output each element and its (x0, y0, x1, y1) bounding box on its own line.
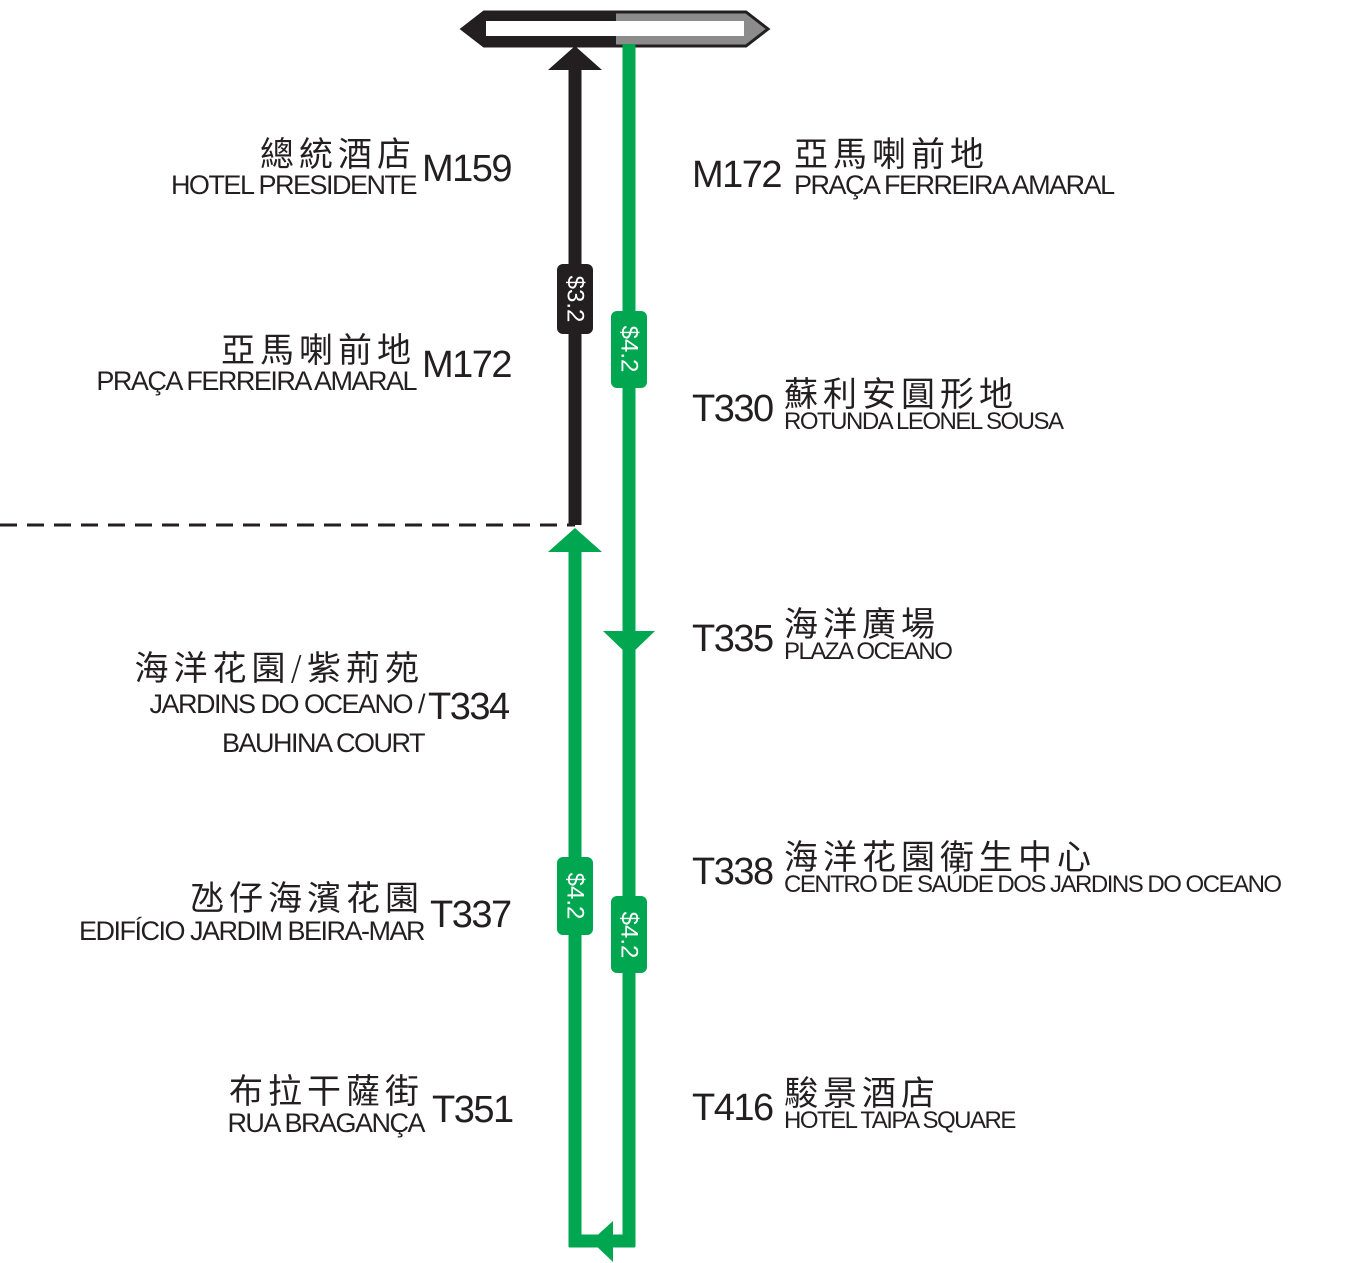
stop-code: T338 (692, 851, 774, 893)
terminus-bar (459, 10, 771, 48)
fare-text-black: $3.2 (562, 276, 589, 323)
fare-text-green-right-lower: $4.2 (616, 912, 643, 959)
stop-t335-right: T335 海洋廣場 PLAZA OCEANO (692, 608, 1342, 680)
green-loop-arrow-left (591, 1221, 613, 1262)
fare-text-green-left: $4.2 (562, 873, 589, 920)
stop-m159-left: M159 總統酒店 HOTEL PRESIDENTE (0, 138, 520, 210)
green-line-right-arrow-down (603, 631, 655, 656)
fare-label-black: $3.2 (557, 264, 593, 334)
stop-name-portuguese: HOTEL TAIPA SQUARE (784, 1107, 1016, 1134)
fare-text-green-right-upper: $4.2 (616, 326, 643, 373)
stop-t337-left: T337 氹仔海濱花園 EDIFÍCIO JARDIM BEIRA-MAR (0, 882, 520, 956)
stop-code: T330 (692, 388, 774, 430)
terminus-bar-inner-left (486, 21, 614, 36)
stop-name-portuguese: PLAZA OCEANO (784, 638, 953, 665)
black-line-arrow-up (548, 46, 602, 70)
stop-name-chinese: 駿景酒店 (784, 1074, 940, 1114)
stop-t330-right: T330 蘇利安圓形地 ROTUNDA LEONEL SOUSA (692, 378, 1342, 450)
stop-code: M172 (422, 344, 513, 386)
stop-name-portuguese: PRAÇA FERREIRA AMARAL (96, 366, 417, 396)
fare-label-green-right-lower: $4.2 (611, 896, 647, 973)
terminus-bar-inner-right (614, 21, 744, 36)
stop-name-portuguese-line2: BAUHINA COURT (221, 728, 426, 758)
fare-label-green-left: $4.2 (557, 857, 593, 935)
fare-label-green-right-upper: $4.2 (611, 311, 647, 388)
stop-code: T337 (430, 894, 512, 936)
stop-t416-right: T416 駿景酒店 HOTEL TAIPA SQUARE (692, 1077, 1342, 1149)
stop-name-chinese: 總統酒店 (260, 135, 416, 175)
stop-code: M159 (422, 148, 513, 190)
stop-name-chinese: 蘇利安圓形地 (784, 375, 1018, 415)
stop-code: T334 (428, 686, 510, 728)
terminus-bar-outline (459, 10, 771, 48)
stop-t338-right: T338 海洋花園衛生中心 CENTRO DE SAÚDE DOS JARDIN… (692, 841, 1354, 913)
stop-code: T335 (692, 618, 774, 660)
stop-t334-left: T334 海洋花園/紫荊苑 JARDINS DO OCEANO / BAUHIN… (0, 652, 520, 768)
stop-name-chinese: 海洋廣場 (784, 605, 940, 645)
stop-name-portuguese: HOTEL PRESIDENTE (170, 170, 418, 200)
stop-name-chinese: 氹仔海濱花園 (190, 879, 424, 919)
stop-m172-right: M172 亞馬喇前地 PRAÇA FERREIRA AMARAL (692, 138, 1342, 216)
stop-name-chinese: 海洋花園/紫荊苑 (134, 649, 424, 689)
stop-code: T351 (432, 1089, 514, 1131)
stop-name-portuguese: ROTUNDA LEONEL SOUSA (784, 408, 1064, 435)
stop-name-chinese: 布拉干薩街 (229, 1072, 424, 1112)
stop-code: M172 (692, 154, 783, 196)
stop-name-portuguese: EDIFÍCIO JARDIM BEIRA-MAR (78, 916, 426, 946)
stop-m172-left: M172 亞馬喇前地 PRAÇA FERREIRA AMARAL (0, 334, 520, 406)
stop-t351-left: T351 布拉干薩街 RUA BRAGANÇA (0, 1075, 520, 1151)
stop-name-chinese: 海洋花園衛生中心 (784, 838, 1096, 878)
stop-name-portuguese: CENTRO DE SAÚDE DOS JARDINS DO OCEANO (784, 871, 1282, 898)
stop-name-chinese: 亞馬喇前地 (794, 135, 989, 175)
stop-code: T416 (692, 1087, 774, 1129)
stop-name-portuguese: JARDINS DO OCEANO / (149, 689, 425, 719)
stop-name-portuguese: RUA BRAGANÇA (227, 1108, 425, 1138)
stop-name-portuguese: PRAÇA FERREIRA AMARAL (794, 170, 1115, 200)
green-line-left-arrow-up (548, 528, 602, 552)
stop-name-chinese: 亞馬喇前地 (221, 331, 416, 371)
